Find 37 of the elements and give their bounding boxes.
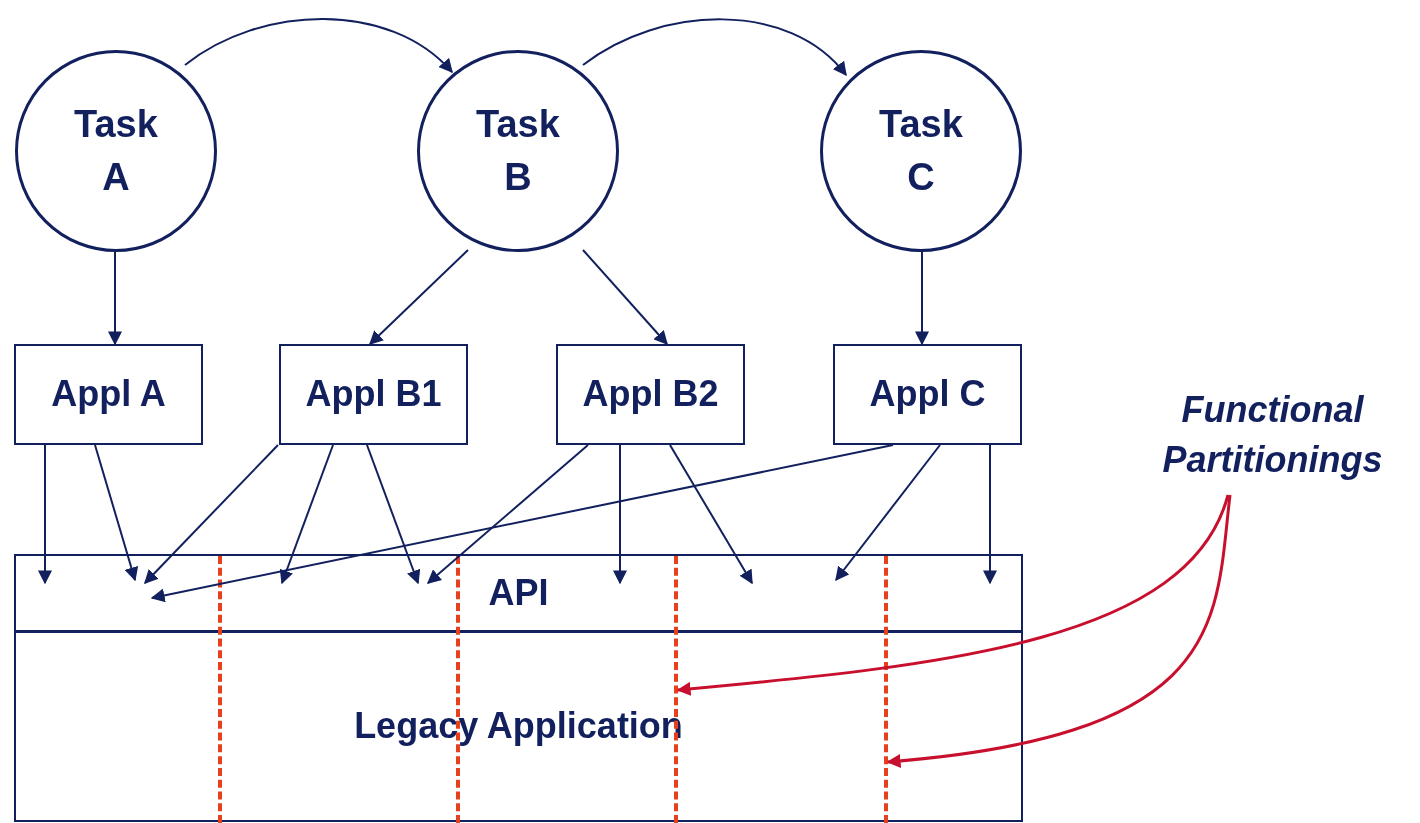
arrow <box>983 444 997 585</box>
application-box <box>833 344 1022 445</box>
arrow <box>369 249 469 345</box>
arrow <box>426 444 589 584</box>
arrow <box>94 444 139 582</box>
leader-arrow <box>886 494 1232 768</box>
api-bar <box>14 554 1023 632</box>
leader-arrow <box>676 494 1230 696</box>
legacy-application-box <box>14 631 1023 822</box>
arrow <box>669 444 753 585</box>
arrow <box>582 18 847 77</box>
arrow <box>184 18 453 73</box>
arrow <box>108 251 122 346</box>
application-box <box>279 344 468 445</box>
partition-line <box>218 556 222 823</box>
application-label: Appl A <box>51 372 166 417</box>
task-label: Task B <box>475 101 561 200</box>
arrow <box>613 444 627 585</box>
application-label: Appl B2 <box>582 372 719 417</box>
arrow <box>150 444 894 603</box>
arrow <box>38 444 52 585</box>
task-label: Task A <box>73 101 159 200</box>
arrow <box>144 444 279 584</box>
partition-line <box>884 556 888 823</box>
arrow <box>835 444 941 582</box>
api-label: API <box>488 570 549 615</box>
application-box <box>14 344 203 445</box>
application-label: Appl C <box>869 372 986 417</box>
application-label: Appl B1 <box>305 372 442 417</box>
application-box <box>556 344 745 445</box>
callout-text: Functional Partitionings <box>1161 387 1384 482</box>
legacy-application-label: Legacy Application <box>354 704 683 749</box>
task-label: Task C <box>878 101 964 200</box>
arrow <box>279 444 334 585</box>
arrow <box>582 249 668 346</box>
arrow <box>915 251 929 346</box>
arrow <box>366 444 421 585</box>
